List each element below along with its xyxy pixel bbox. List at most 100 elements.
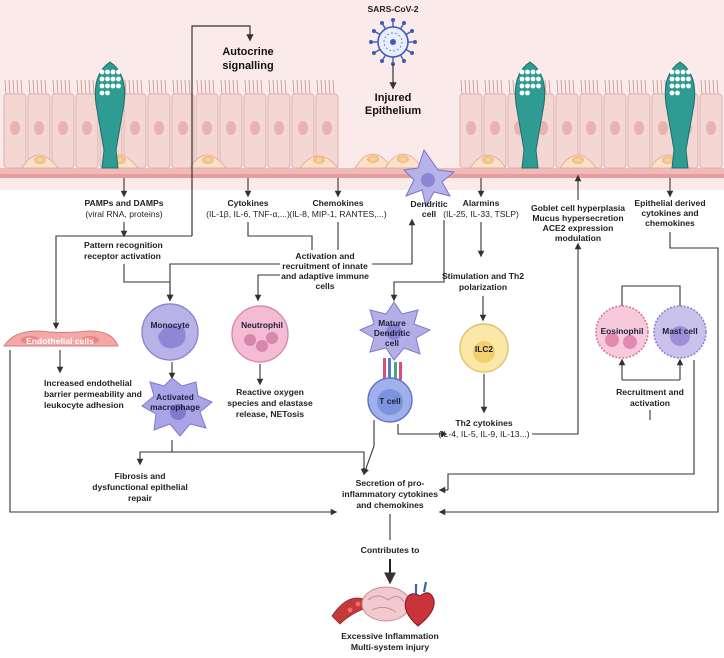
cilium <box>636 79 639 95</box>
cilium <box>324 79 327 95</box>
mucin-granule <box>530 76 536 82</box>
epithelial-nucleus <box>610 121 620 135</box>
cilium <box>320 79 323 95</box>
cilium <box>308 79 311 95</box>
cilium <box>60 79 63 95</box>
cilium <box>208 79 211 95</box>
epi-derived-label-2: cytokines and <box>641 208 698 218</box>
mucin-granule <box>686 83 691 89</box>
mucin-granule <box>525 69 530 75</box>
goblet-label-4: modulation <box>555 233 601 243</box>
eosinophil-label: Eosinophil <box>601 326 644 336</box>
cilium <box>156 79 159 95</box>
activated-macrophage-icon <box>141 377 213 437</box>
spacer-line <box>364 442 484 474</box>
goblet-label-1: Goblet cell hyperplasia <box>531 203 625 213</box>
arrow-mac-fibrosis <box>136 440 173 466</box>
cilium <box>284 79 287 95</box>
cilium <box>548 79 551 95</box>
cilium <box>244 79 247 95</box>
cilium <box>632 79 635 95</box>
pamps-label-2: (viral RNA, proteins) <box>85 209 162 219</box>
cilium <box>236 79 239 95</box>
cilium <box>204 79 207 95</box>
cilium <box>28 79 31 95</box>
mucin-granule <box>669 76 675 82</box>
virus-spike-tip <box>391 18 395 22</box>
cilium <box>180 79 183 95</box>
brain-icon <box>361 586 411 622</box>
prr-label-2: receptor activation <box>84 251 161 261</box>
cilium <box>492 79 495 95</box>
endo-effect-1: Increased endothelial <box>44 378 132 388</box>
epithelial-nucleus <box>130 121 140 135</box>
cilium <box>660 79 663 95</box>
mucin-granule <box>675 69 680 75</box>
autocrine-arrow <box>191 25 254 236</box>
heart-icon <box>404 581 435 627</box>
arrow-epi-derived-secretion <box>438 232 719 516</box>
cilium <box>580 79 583 95</box>
mucin-granule <box>99 83 105 89</box>
epithelial-nucleus <box>322 121 332 135</box>
cilium <box>608 79 611 95</box>
basement-membrane <box>0 168 724 174</box>
ilc2-label: ILC2 <box>475 344 493 354</box>
mucin-granule <box>675 90 680 96</box>
mucin-granule <box>110 69 116 75</box>
mucin-granule <box>519 76 525 82</box>
cilium <box>508 79 511 95</box>
cilium <box>644 79 647 95</box>
cilium <box>32 79 35 95</box>
dendritic-label-2: cell <box>422 209 436 219</box>
cilium <box>592 79 595 95</box>
eosinophil-icon <box>595 305 649 359</box>
cilium <box>708 79 711 95</box>
mucin-granule <box>669 83 675 89</box>
mucin-granule <box>530 69 536 75</box>
outcome-label-1: Excessive Inflammation <box>341 631 438 641</box>
cilium <box>40 79 43 95</box>
cilium <box>128 79 131 95</box>
activation-label-3: and adaptive immune <box>281 271 369 281</box>
cilium <box>84 79 87 95</box>
goblet-cell <box>664 61 696 169</box>
cilium <box>88 79 91 95</box>
cilium <box>172 79 175 95</box>
cilium <box>572 79 575 95</box>
cilium <box>132 79 135 95</box>
ros-label-1: Reactive oxygen <box>236 387 304 397</box>
arrow-mac-secretion <box>172 451 368 476</box>
cilium <box>468 79 471 95</box>
cilium <box>712 79 715 95</box>
epithelial-nucleus <box>658 121 668 135</box>
prr-label-1: Pattern recognition <box>84 240 163 250</box>
virus-spike <box>374 48 381 54</box>
virus-spike-tip <box>413 40 417 44</box>
arrow-to-endothelial <box>52 235 192 330</box>
pamps-label-1: PAMPs and DAMPs <box>84 198 163 208</box>
outcome-label-2: Multi-system injury <box>351 642 430 652</box>
cilium <box>160 79 163 95</box>
cilium <box>80 79 83 95</box>
arrow-activation-dendritic <box>372 218 416 265</box>
virus-spike-tip <box>371 29 376 33</box>
arrow-dendritic-mature <box>390 220 445 302</box>
virus-spike <box>381 54 387 61</box>
cilium <box>476 79 479 95</box>
cilium <box>484 79 487 95</box>
endothelial-cell-icon <box>3 330 119 347</box>
cilium <box>704 79 707 95</box>
mucin-granule <box>105 90 110 96</box>
bracket-eos-mast <box>621 285 681 306</box>
mucin-granule <box>680 76 686 82</box>
cilium <box>232 79 235 95</box>
cilium <box>628 79 631 95</box>
mucin-granule <box>530 83 536 89</box>
epi-derived-label-1: Epithelial derived <box>634 198 705 208</box>
t-cell-label: T cell <box>379 396 400 406</box>
cilium <box>568 79 571 95</box>
mucin-granule <box>116 76 121 82</box>
ros-label-3: release, NETosis <box>236 409 304 419</box>
